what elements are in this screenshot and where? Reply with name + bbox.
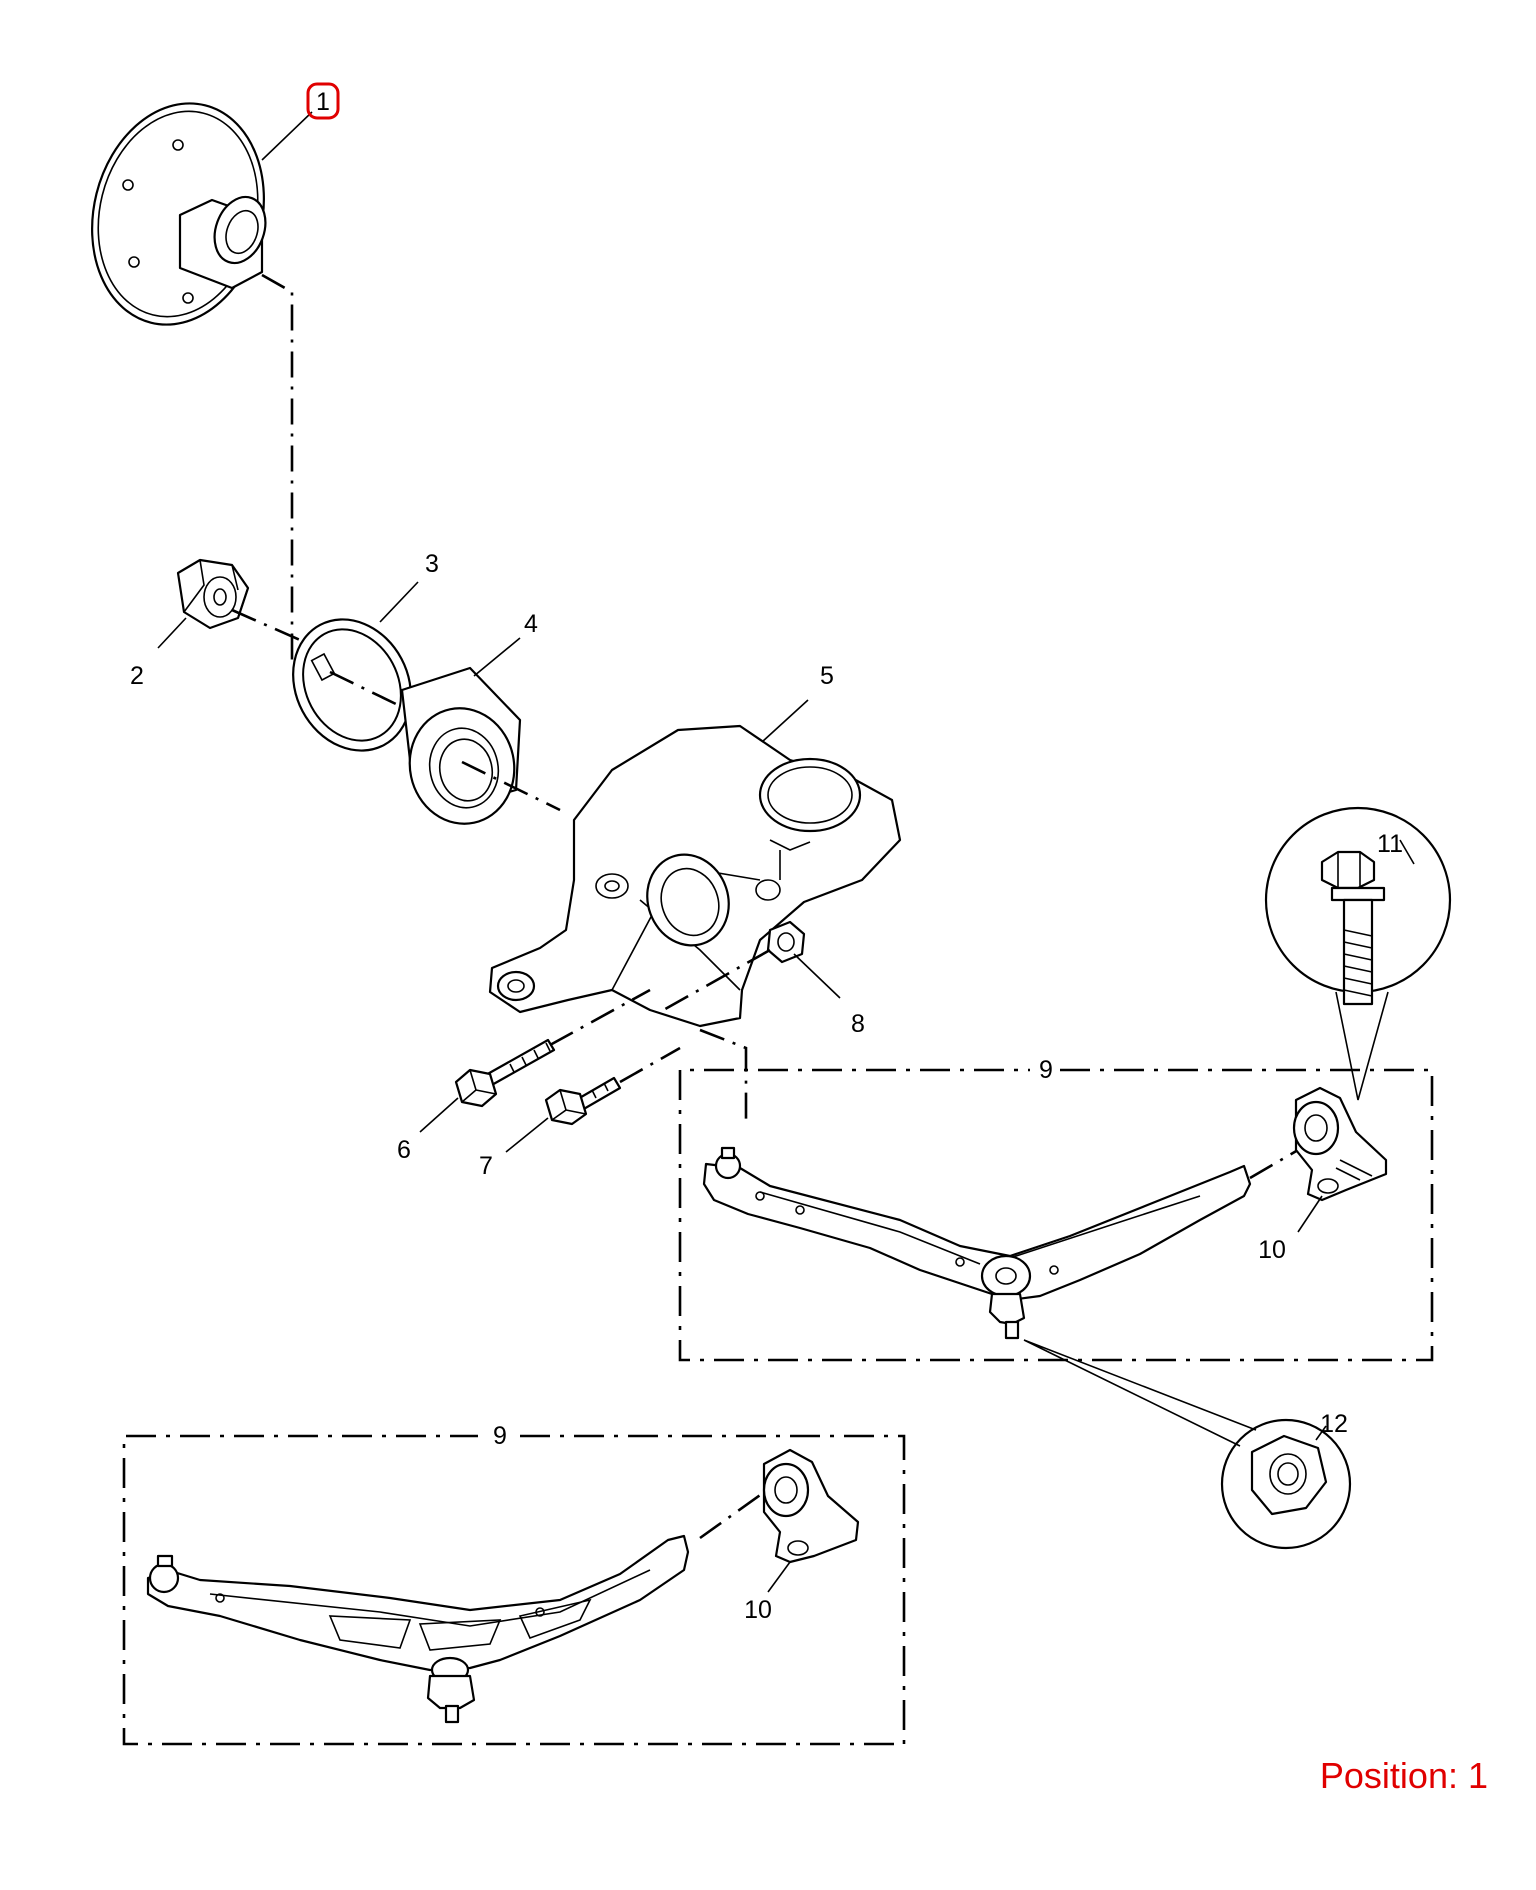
- part-10-bush-upper[interactable]: [1292, 1086, 1388, 1202]
- callout-1[interactable]: 1: [306, 82, 340, 120]
- part-12-nut-detail[interactable]: [1220, 1418, 1352, 1550]
- part-2-hub-nut[interactable]: [176, 558, 250, 630]
- part-8-nut[interactable]: [766, 920, 806, 964]
- part-10-bush-lower[interactable]: [762, 1448, 860, 1564]
- callout-5[interactable]: 5: [820, 662, 834, 690]
- part-1-wheel-hub[interactable]: [69, 85, 286, 343]
- callout-10-lower[interactable]: 10: [744, 1596, 772, 1624]
- assembly-frame-9-lower: [122, 1434, 906, 1746]
- callout-7[interactable]: 7: [479, 1152, 493, 1180]
- part-7-bolt[interactable]: [544, 1076, 622, 1126]
- position-label: Position: 1: [1319, 1755, 1488, 1796]
- callout-4[interactable]: 4: [524, 610, 538, 638]
- callout-9-lower[interactable]: 9: [493, 1422, 507, 1450]
- callout-9-upper[interactable]: 9: [1039, 1056, 1053, 1084]
- part-4-wheel-bearing[interactable]: [399, 666, 525, 834]
- part-9-lower-control-arm[interactable]: [702, 1146, 1252, 1340]
- callout-3[interactable]: 3: [425, 550, 439, 578]
- callout-8[interactable]: 8: [851, 1010, 865, 1038]
- callout-10-upper[interactable]: 10: [1258, 1236, 1286, 1264]
- callout-12[interactable]: 12: [1320, 1410, 1348, 1438]
- callout-6[interactable]: 6: [397, 1136, 411, 1164]
- part-9-lower-control-arm-alt[interactable]: [146, 1534, 690, 1724]
- callout-2[interactable]: 2: [130, 662, 144, 690]
- part-6-bolt[interactable]: [454, 1038, 556, 1108]
- callout-1-label: 1: [316, 88, 330, 116]
- part-3-circlip[interactable]: [271, 599, 434, 772]
- part-11-bolt-detail[interactable]: [1264, 806, 1452, 1101]
- assembly-frame-9-upper: [678, 1068, 1434, 1362]
- callout-11[interactable]: 11: [1377, 830, 1403, 858]
- part-5-steering-knuckle[interactable]: [488, 724, 902, 1028]
